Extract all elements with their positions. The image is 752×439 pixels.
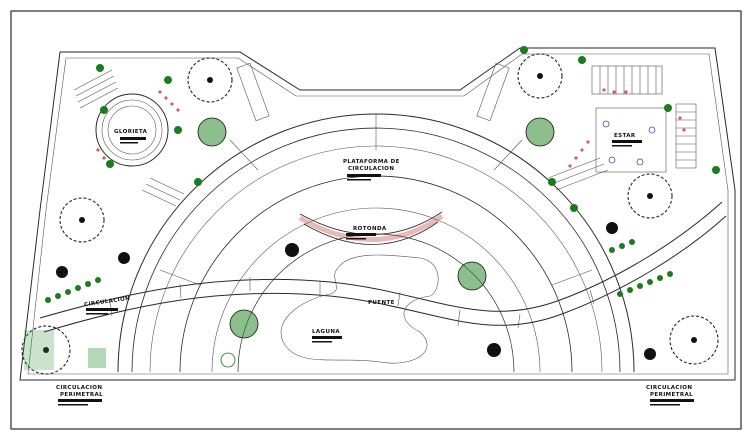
glorieta-gazebo [95, 93, 169, 167]
flower-borders [96, 88, 686, 168]
trees [21, 53, 719, 375]
planter-left [236, 62, 270, 122]
semicircular-platform [117, 113, 635, 373]
label-laguna: LAGUNA [312, 329, 340, 335]
planter-right [476, 62, 510, 122]
lawn-patch [24, 330, 54, 370]
drawing-frame [10, 10, 742, 430]
label-perimetral-right-line2: PERIMETRAL [650, 392, 693, 398]
label-perimetral-left-line1: CIRCULACION [56, 385, 102, 391]
label-bars [58, 137, 694, 406]
estar-area [595, 107, 667, 173]
puente-walkway [39, 201, 727, 333]
label-perimetral-right-line1: CIRCULACION [646, 385, 692, 391]
label-puente: PUENTE [368, 300, 395, 306]
stairs-right [547, 65, 697, 191]
label-circulacion: CIRCULACION [84, 296, 131, 308]
site-boundary-inner [27, 53, 729, 375]
planter-palms [197, 117, 555, 368]
laguna-pond [280, 254, 439, 364]
label-glorieta: GLORIETA [114, 129, 148, 135]
site-boundary [19, 47, 736, 381]
label-plataforma-line2: CIRCULACION [348, 166, 394, 172]
label-rotonda: ROTONDA [353, 226, 387, 232]
lawn-patch-2 [88, 348, 106, 368]
label-perimetral-left-line2: PERIMETRAL [60, 392, 103, 398]
label-plataforma-line1: PLATAFORMA DE [343, 159, 400, 165]
shrubs [45, 46, 720, 303]
rotonda-arc [298, 213, 444, 242]
label-estar: ESTAR [614, 133, 636, 139]
stairs-left [73, 69, 185, 207]
